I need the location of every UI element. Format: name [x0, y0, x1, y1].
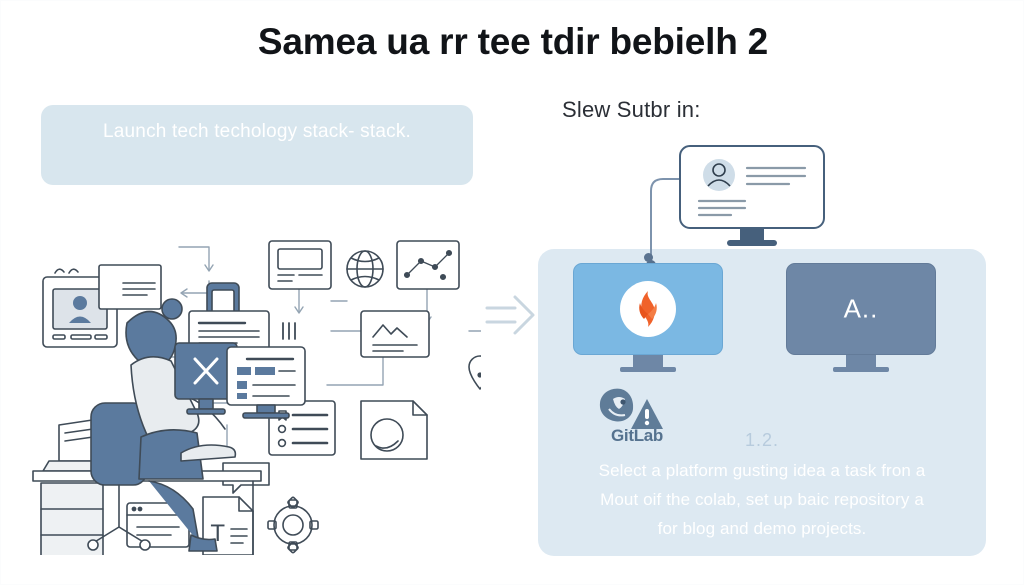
right-section-heading: Slew Sutbr in:	[562, 97, 701, 122]
secondary-monitor-screen: A..	[786, 263, 936, 355]
developer-workflow-illustration: T	[31, 225, 492, 562]
panel-body-line-1: Select a platform gusting idea a task fr…	[598, 461, 926, 480]
panel-body-line-3: for blog and demo projects.	[657, 519, 867, 538]
left-column: Launch tech techology stack- stack.	[32, 105, 492, 562]
panel-body-line-2: Mout oif the colab, set up baic reposito…	[600, 490, 924, 509]
monitor-stand	[633, 355, 663, 367]
gitlab-tanuki-warning-icon	[587, 383, 687, 441]
monitor-stand	[846, 355, 876, 367]
monitor-foot	[620, 367, 676, 372]
left-callout-box	[41, 105, 473, 185]
step-number: 1.2.	[744, 430, 780, 450]
monitor-camera-dot	[644, 253, 653, 262]
user-profile-monitor	[677, 143, 827, 249]
double-line-right-arrow-icon	[481, 293, 541, 337]
secondary-monitor: A..	[786, 263, 936, 375]
page-title: Samea ua rr tee tdir bebielh 2	[257, 21, 769, 62]
gitlab-monitor-screen	[573, 263, 723, 355]
secondary-monitor-label: A..	[843, 293, 879, 324]
left-callout-text: Launch tech techology stack- stack.	[103, 121, 411, 142]
gitlab-monitor	[573, 253, 723, 375]
monitor-foot	[833, 367, 889, 372]
panel-body-text: Select a platform gusting idea a task fr…	[548, 456, 976, 543]
gitlab-fox-logo-icon	[620, 281, 676, 337]
gitlab-wordmark: GitLab	[610, 426, 664, 445]
